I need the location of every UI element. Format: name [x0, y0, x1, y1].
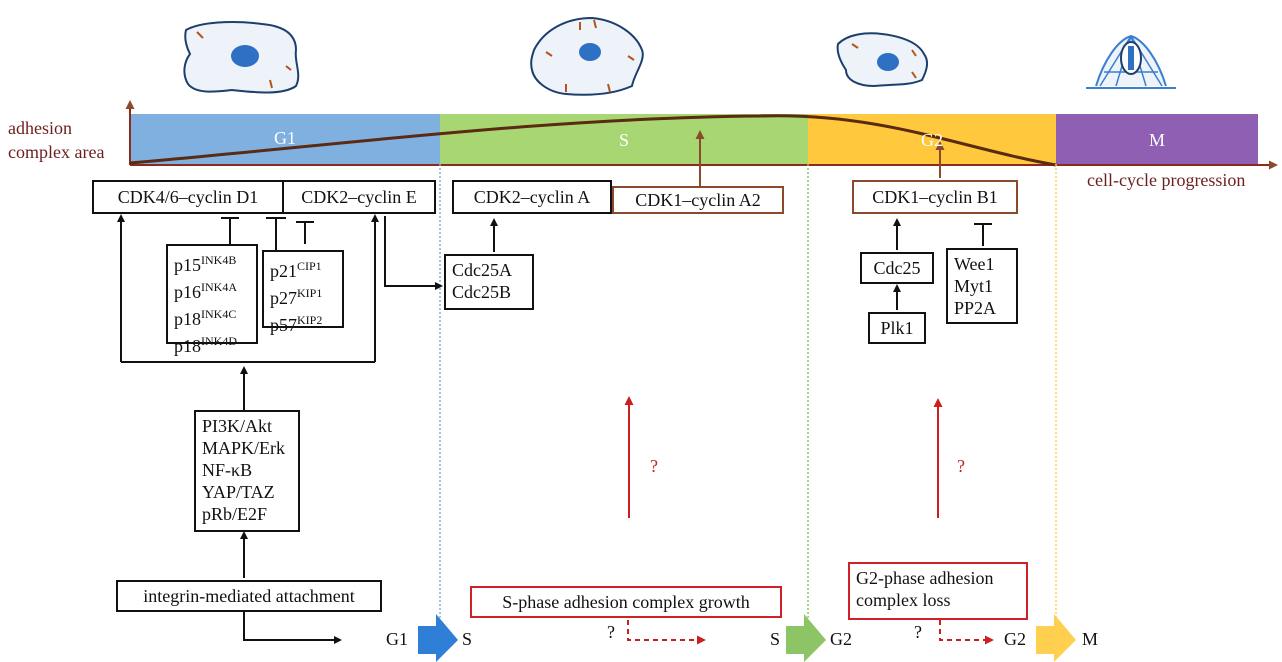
myt1-label: Myt1	[954, 276, 994, 296]
kip-p21: p21CIP1	[270, 259, 322, 281]
bottom-question-s: ?	[607, 622, 615, 642]
cdk1-cyclin-a2-box: CDK1–cyclin A2	[612, 186, 784, 214]
pathway-pi3k: PI3K/Akt	[202, 416, 273, 436]
phase-bar-m	[1056, 114, 1258, 164]
ink-p18d: p18INK4D	[174, 334, 237, 356]
kip-p27: p27KIP1	[270, 286, 323, 308]
cdc25-box: Cdc25	[860, 252, 934, 284]
transition-s-to: G2	[830, 629, 852, 649]
pathway-yap: YAP/TAZ	[202, 482, 275, 502]
wee1-inhibition	[974, 223, 992, 246]
g2-question-mark: ?	[957, 456, 965, 476]
g2-adhesion-line1: G2-phase adhesion	[856, 568, 994, 588]
g1-cell-icon	[183, 21, 300, 94]
transition-s-from: S	[770, 629, 781, 649]
ink-p15: p15INK4B	[174, 253, 237, 275]
ink-inhibition	[221, 217, 239, 244]
g1-s-transition-arrow	[418, 614, 458, 662]
g2-m-transition-arrow	[1036, 614, 1076, 662]
ink-p16: p16INK4A	[174, 280, 237, 302]
ink4-inhibitors-box: p15INK4B p16INK4A p18INK4C p18INK4D	[166, 244, 258, 356]
g2-cell-icon	[836, 32, 929, 88]
s-cell-icon	[530, 16, 644, 96]
cip-kip-inhibitors-box: p21CIP1 p27KIP1 p57KIP2	[262, 250, 344, 335]
g2-adhesion-line2: complex loss	[856, 590, 951, 610]
x-axis-label: cell-cycle progression	[1087, 170, 1246, 190]
kip-inhibition-cdk2	[296, 221, 314, 244]
pathway-mapk: MAPK/Erk	[202, 438, 286, 458]
s-dashed-arrow	[627, 620, 706, 645]
cdk2-cyclin-a-box: CDK2–cyclin A	[452, 180, 612, 214]
cdk46-cyclin-d1-box: CDK4/6–cyclin D1	[92, 180, 284, 214]
pathway-prb: pRb/E2F	[202, 504, 268, 524]
transition-g2-to: M	[1082, 629, 1099, 649]
cdk1-cyclin-b1-box: CDK1–cyclin B1	[852, 180, 1018, 214]
cdc25b-label: Cdc25B	[452, 282, 512, 302]
wee1-label: Wee1	[954, 254, 995, 274]
integrin-attachment-box: integrin-mediated attachment	[116, 580, 382, 612]
s-question-mark: ?	[650, 456, 658, 476]
phase-label-g2: G2	[921, 130, 943, 150]
y-axis-label-line1: adhesion	[8, 118, 72, 138]
integrin-right-arrow	[243, 612, 342, 644]
phase-label-s: S	[618, 130, 629, 150]
y-axis-label-line2: complex area	[8, 142, 105, 162]
transition-g1-from: G1	[386, 629, 408, 649]
g2-inhibitors-box: Wee1 Myt1 PP2A	[946, 248, 1018, 324]
g2-phase-adhesion-loss-box: G2-phase adhesion complex loss	[848, 562, 1028, 620]
s-phase-adhesion-growth-box: S-phase adhesion complex growth	[470, 586, 782, 618]
transition-g1-to: S	[462, 629, 473, 649]
plk1-box: Plk1	[868, 312, 926, 344]
pathway-nfkb: NF-κB	[202, 460, 253, 480]
transition-g2-from: G2	[1004, 629, 1026, 649]
cdc25ab-box: Cdc25A Cdc25B	[444, 254, 534, 310]
phase-bar-s	[440, 114, 808, 164]
signaling-pathways-box: PI3K/Akt MAPK/Erk NF-κB YAP/TAZ pRb/E2F	[194, 410, 300, 532]
cdc25a-label: Cdc25A	[452, 260, 512, 280]
ink-p18c: p18INK4C	[174, 307, 237, 329]
adhesion-curve	[129, 114, 1057, 167]
kip-p57: p57KIP2	[270, 313, 323, 335]
cdk2e-to-cdc25-arrow	[384, 216, 443, 290]
cdk2-cyclin-e-box: CDK2–cyclin E	[282, 180, 436, 214]
phase-label-m: M	[1148, 130, 1165, 150]
pp2a-label: PP2A	[954, 298, 997, 318]
bottom-question-g2: ?	[914, 622, 922, 642]
s-g2-transition-arrow	[786, 614, 826, 662]
m-cell-icon	[1086, 34, 1176, 89]
phase-label-g1: G1	[274, 128, 296, 148]
g2-dashed-arrow	[939, 620, 994, 645]
